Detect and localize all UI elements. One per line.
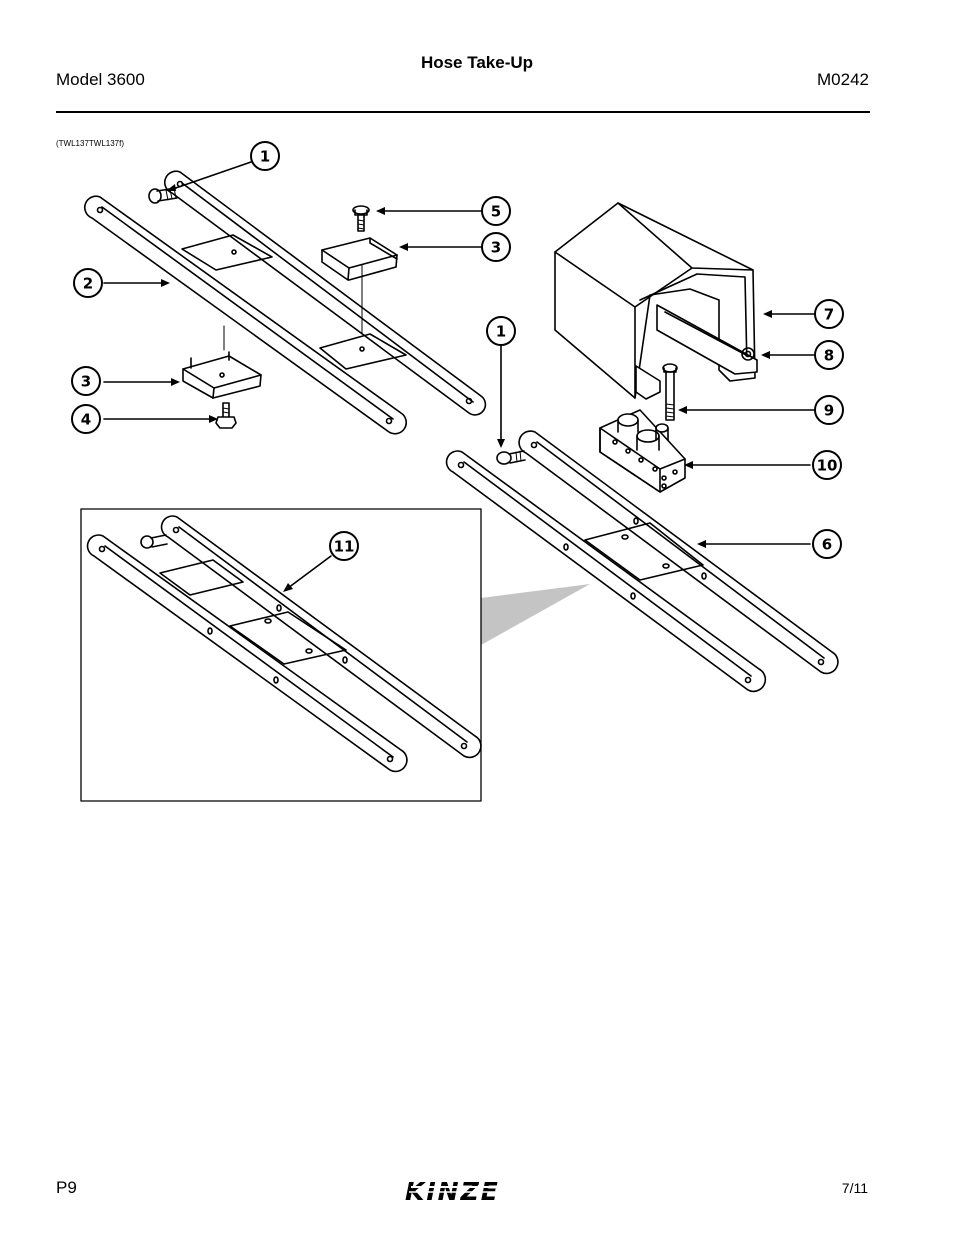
callout-5: 5 bbox=[481, 196, 511, 226]
callouts: 1 5 3 2 3 4 1 7 8 9 10 6 11 bbox=[71, 141, 844, 561]
callout-label: 11 bbox=[334, 538, 355, 556]
header-rule bbox=[56, 111, 870, 113]
callout-label: 5 bbox=[491, 203, 501, 221]
callout-6: 6 bbox=[812, 529, 842, 559]
callout-7: 7 bbox=[814, 299, 844, 329]
callout-label: 3 bbox=[491, 239, 501, 257]
frame-bar-front-right bbox=[445, 450, 767, 693]
hood-assembly bbox=[554, 202, 758, 400]
callout-label: 6 bbox=[822, 536, 832, 554]
callout-label: 1 bbox=[260, 148, 270, 166]
callout-label: 2 bbox=[83, 275, 93, 293]
page-title: Hose Take-Up bbox=[420, 53, 534, 72]
callout-3-upper: 3 bbox=[481, 232, 511, 262]
valve-block-10 bbox=[599, 409, 686, 493]
callout-label: 8 bbox=[824, 347, 834, 365]
cross-plate-upper bbox=[181, 234, 273, 271]
callout-2: 2 bbox=[73, 268, 103, 298]
callout-label: 7 bbox=[824, 306, 834, 324]
frame-bar-front bbox=[83, 195, 408, 435]
callout-4: 4 bbox=[71, 404, 101, 434]
inset-pointer bbox=[481, 584, 590, 645]
inset-frame-assembly bbox=[86, 515, 482, 773]
brand-wordmark: KINZE bbox=[405, 1177, 500, 1204]
page-number: P9 bbox=[56, 1178, 77, 1197]
callout-9: 9 bbox=[814, 395, 844, 425]
bracket-upper bbox=[321, 237, 398, 281]
callout-10: 10 bbox=[812, 450, 842, 480]
left-frame-assembly bbox=[83, 170, 487, 435]
leader-lines bbox=[103, 161, 815, 589]
callout-1-upper: 1 bbox=[250, 141, 280, 171]
callout-1-lower: 1 bbox=[486, 316, 516, 346]
bolt-5 bbox=[352, 205, 370, 232]
bracket-lower bbox=[182, 351, 262, 399]
kinze-logo: KINZE bbox=[405, 1177, 515, 1204]
cross-plate-lower bbox=[319, 333, 407, 370]
inset-frame bbox=[80, 508, 482, 802]
cross-plate-right bbox=[584, 522, 704, 581]
figure-reference: (TWL137TWL137f) bbox=[56, 139, 125, 148]
callout-label: 4 bbox=[81, 411, 91, 429]
callout-label: 1 bbox=[496, 323, 506, 341]
bolt-4 bbox=[215, 402, 237, 429]
callout-3-lower: 3 bbox=[71, 366, 101, 396]
revision-date: 7/11 bbox=[841, 1180, 868, 1196]
callout-label: 10 bbox=[817, 457, 838, 475]
callout-8: 8 bbox=[814, 340, 844, 370]
leader-arrowheads bbox=[161, 184, 772, 592]
frame-bar-rear-right bbox=[518, 430, 839, 675]
bolt-right bbox=[496, 450, 526, 465]
callout-label: 9 bbox=[824, 402, 834, 420]
callout-label: 3 bbox=[81, 373, 91, 391]
bolt-9 bbox=[662, 363, 678, 421]
right-frame-assembly bbox=[445, 430, 839, 693]
document-code: M0242 bbox=[817, 70, 869, 89]
model-label: Model 3600 bbox=[56, 70, 145, 89]
callout-11: 11 bbox=[329, 531, 359, 561]
